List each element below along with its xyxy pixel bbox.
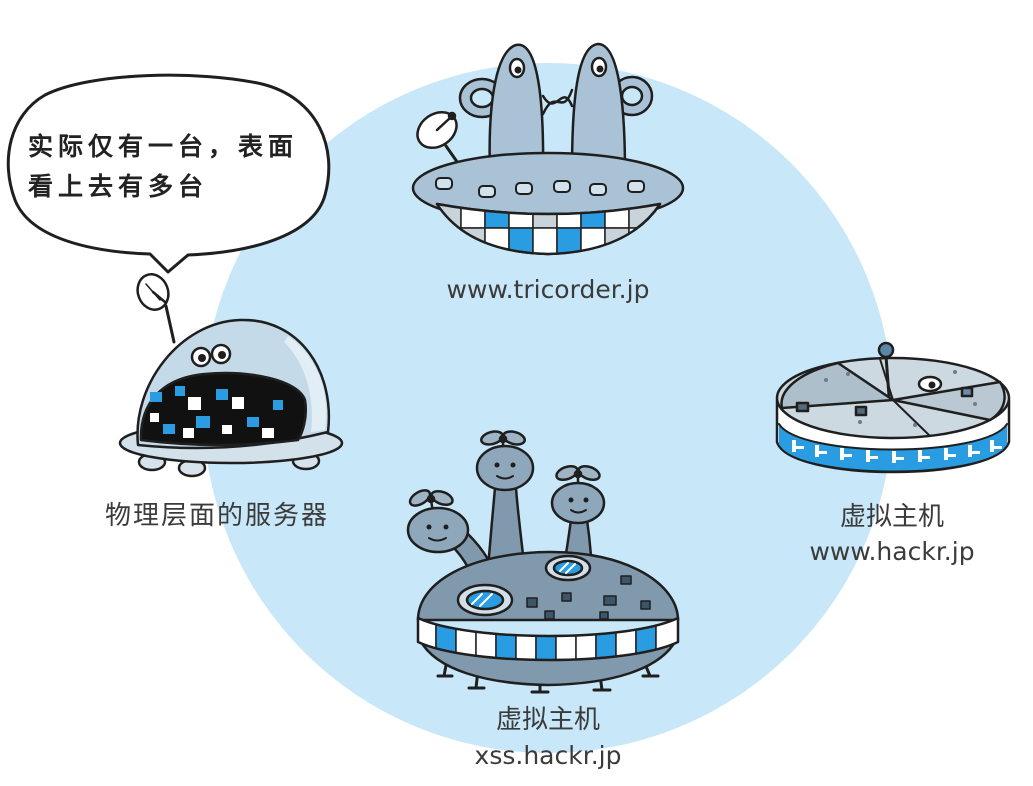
antenna-stalk (884, 354, 891, 398)
eye-icon (210, 343, 232, 365)
disc-wedge (891, 380, 1006, 422)
eye-icon (190, 346, 212, 368)
disc-panel (854, 405, 868, 417)
face-head (550, 481, 606, 525)
propeller-icon (408, 489, 454, 514)
xss-hackr-domain-label: xss.hackr.jp (474, 741, 622, 770)
disc-wedge (780, 361, 895, 410)
physical-server-label: 物理层面的服务器 (105, 501, 330, 531)
propeller-icon (480, 430, 526, 452)
virtual-host-tricorder-ufo (411, 42, 685, 256)
cross-wire (541, 88, 574, 116)
satellite-dish-icon (416, 110, 462, 168)
disc-rivets (824, 370, 977, 427)
physical-server-robot (118, 273, 344, 478)
www-hackr-virtual-host-label: 虚拟主机 (839, 502, 944, 532)
propeller-icon (555, 464, 601, 488)
face-head (475, 444, 535, 492)
antenna-stalk (164, 304, 176, 344)
speech-bubble-line-2: 看上去有多台 (28, 172, 209, 201)
www-hackr-domain-label: www.hackr.jp (809, 537, 975, 566)
speech-bubble-line-1: 实际仅有一台，表面 (28, 132, 299, 161)
porthole (456, 583, 514, 617)
right-ear (570, 42, 627, 174)
tricorder-domain-label: www.tricorder.jp (446, 275, 650, 304)
disc-panel (795, 401, 810, 413)
satellite-dish-icon (136, 273, 170, 311)
dome-highlight (284, 336, 327, 432)
eye-icon (508, 57, 526, 79)
speech-bubble (6, 73, 331, 274)
hull-panels (526, 575, 651, 620)
eye-icon (590, 56, 608, 78)
porthole (544, 554, 592, 582)
left-ear (488, 43, 545, 174)
saucer-windows (435, 177, 645, 198)
xss-hackr-virtual-host-label: 虚拟主机 (495, 705, 600, 735)
eye-icon (917, 375, 943, 393)
virtual-host-www-hackr-disc (775, 341, 1011, 474)
antenna-ball (877, 341, 895, 359)
face-head (406, 506, 470, 554)
disc-panel (960, 386, 974, 398)
screen-pixels (150, 386, 283, 438)
virtual-host-circle (203, 63, 893, 753)
